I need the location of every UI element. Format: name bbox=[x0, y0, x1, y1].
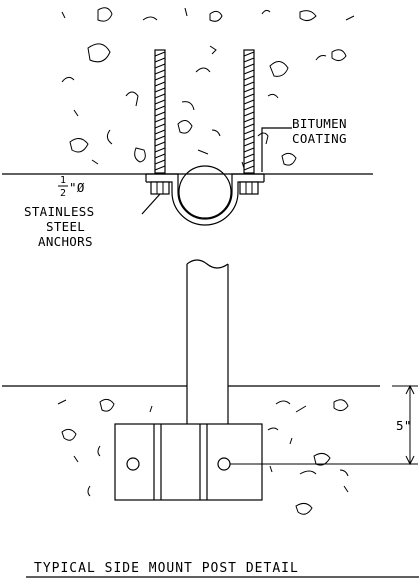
bitumen-label-line1: BITUMEN bbox=[292, 116, 347, 131]
top-detail: BITUMEN COATING 1 2 "Ø STAINLESS STEEL A… bbox=[2, 7, 373, 249]
anchor-size-fraction: 1 2 "Ø bbox=[58, 175, 85, 199]
elevation-detail: 5" bbox=[2, 259, 418, 515]
detail-title: TYPICAL SIDE MOUNT POST DETAIL bbox=[34, 561, 299, 576]
anchors-label-line1: STAINLESS bbox=[24, 204, 94, 219]
svg-text:2: 2 bbox=[60, 188, 66, 199]
mount-bracket-plate bbox=[114, 423, 263, 501]
bolt-hole-left bbox=[126, 457, 140, 471]
bitumen-label-line2: COATING bbox=[292, 131, 347, 146]
post-section-circle bbox=[178, 165, 232, 219]
anchor-rod-right bbox=[243, 49, 255, 174]
svg-text:"Ø: "Ø bbox=[69, 180, 85, 195]
post-break-line bbox=[186, 259, 229, 269]
bitumen-leader bbox=[261, 127, 292, 172]
anchor-rod-left bbox=[154, 49, 166, 174]
concrete-aggregate-bottom bbox=[57, 398, 349, 515]
dimension-label: 5" bbox=[396, 418, 412, 433]
anchors-label-line3: ANCHORS bbox=[38, 234, 93, 249]
svg-text:1: 1 bbox=[60, 175, 66, 186]
post-clamp-bracket bbox=[145, 165, 265, 226]
anchors-label-line2: STEEL bbox=[46, 219, 85, 234]
anchor-leader bbox=[141, 193, 161, 215]
concrete-aggregate-top bbox=[61, 7, 355, 169]
